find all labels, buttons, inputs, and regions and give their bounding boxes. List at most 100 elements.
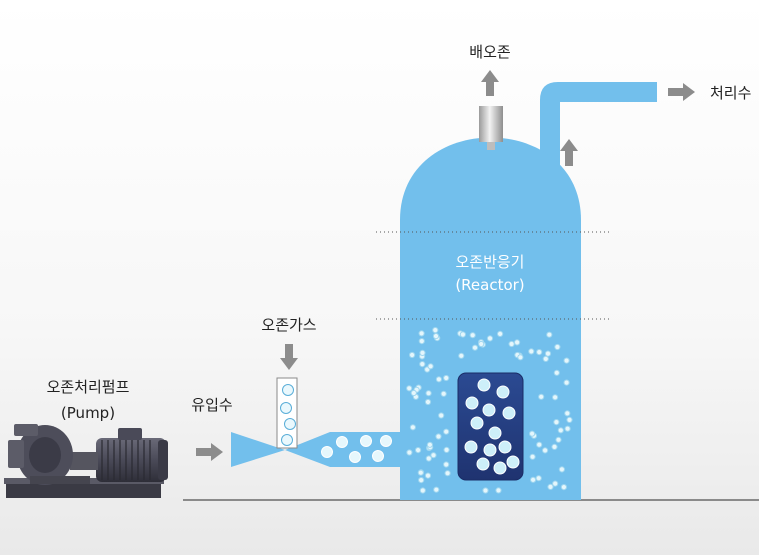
bubble: [280, 402, 292, 414]
bubble: [564, 410, 571, 417]
bubble: [496, 385, 510, 399]
bubble: [410, 389, 417, 397]
bubble: [502, 406, 516, 420]
bubble: [458, 352, 465, 359]
bubble: [284, 418, 296, 430]
bubble: [553, 419, 560, 426]
bubble: [506, 455, 520, 469]
bubble: [560, 484, 568, 491]
bubble: [495, 487, 502, 494]
arrow-ozone-down: [280, 344, 298, 370]
bubble: [418, 477, 425, 484]
bubble: [432, 327, 439, 334]
bubble: [529, 453, 536, 460]
label-inflow-water: 유입수: [191, 396, 232, 414]
bubble: [435, 433, 442, 440]
bubble: [417, 469, 424, 476]
bubble: [470, 416, 484, 430]
outlet-pipe: [540, 82, 657, 170]
bubble: [443, 461, 450, 468]
bubble: [547, 483, 554, 490]
bubble: [360, 435, 372, 447]
bubble: [427, 363, 434, 370]
bubble: [478, 340, 485, 348]
bubble: [563, 357, 570, 364]
bubble: [409, 351, 416, 359]
bubble: [426, 441, 433, 448]
bubble: [435, 376, 442, 383]
bubble: [469, 332, 476, 339]
label-exhaust-ozone: 배오존: [469, 43, 511, 61]
bubble: [418, 330, 425, 337]
bubble: [425, 455, 432, 462]
bubble: [552, 394, 559, 401]
label-reactor-en: (Reactor): [455, 276, 524, 294]
bubble: [542, 355, 549, 362]
bubble: [471, 344, 479, 351]
bubble: [542, 447, 549, 454]
pump-illustration: [4, 424, 168, 498]
bubble: [493, 461, 507, 475]
bubble: [552, 480, 559, 487]
label-treated-water: 처리수: [710, 84, 751, 102]
label-reactor-ko: 오존반응기: [455, 253, 524, 271]
label-pump-en: (Pump): [61, 404, 115, 422]
bubble: [380, 435, 392, 447]
label-pump-ko: 오존처리펌프: [47, 378, 130, 396]
bubble: [555, 436, 562, 443]
bubble: [544, 350, 552, 357]
bubble: [409, 424, 416, 431]
bubble: [443, 446, 450, 453]
bubble: [488, 426, 502, 440]
bubble: [419, 361, 426, 368]
bubble: [321, 446, 333, 458]
reactor-vessel: [400, 137, 581, 500]
bubble: [281, 434, 293, 446]
bubble: [465, 396, 479, 410]
bubble: [566, 416, 573, 423]
bubble: [372, 450, 384, 462]
bubble: [444, 470, 451, 477]
bubble: [425, 390, 432, 397]
bubble: [424, 472, 432, 479]
bubble: [430, 452, 437, 459]
bubble: [406, 385, 413, 392]
bubble: [438, 412, 445, 419]
bubble: [498, 440, 512, 454]
bubble: [553, 369, 560, 376]
bubble: [459, 331, 466, 338]
bubble: [564, 425, 571, 432]
bubble: [554, 343, 561, 351]
bubble: [517, 354, 524, 361]
bubble: [486, 335, 494, 342]
bubble: [536, 441, 543, 448]
bubble: [546, 331, 553, 338]
bubble: [557, 427, 564, 434]
bubble: [464, 440, 478, 454]
bubble: [538, 393, 545, 400]
bubble: [482, 487, 489, 494]
bubble: [482, 403, 496, 417]
arrow-inflow-right: [196, 443, 223, 461]
bubble: [477, 378, 491, 392]
bubble: [443, 428, 450, 435]
bubble: [440, 390, 447, 397]
bubble: [432, 333, 440, 340]
label-ozone-gas: 오존가스: [261, 316, 316, 334]
exhaust-valve: [479, 106, 503, 142]
bubble: [336, 436, 348, 448]
bubble: [530, 476, 537, 483]
bubble: [558, 466, 566, 473]
bubble: [415, 447, 422, 454]
bubble: [476, 457, 490, 471]
arrow-outlet-up: [560, 139, 578, 166]
valve-stem: [487, 142, 495, 150]
bubble: [424, 398, 432, 406]
bubble: [536, 349, 543, 356]
bubble: [563, 379, 570, 386]
bubble-group: [280, 327, 573, 494]
bubble: [419, 487, 426, 494]
bubble: [551, 443, 558, 450]
